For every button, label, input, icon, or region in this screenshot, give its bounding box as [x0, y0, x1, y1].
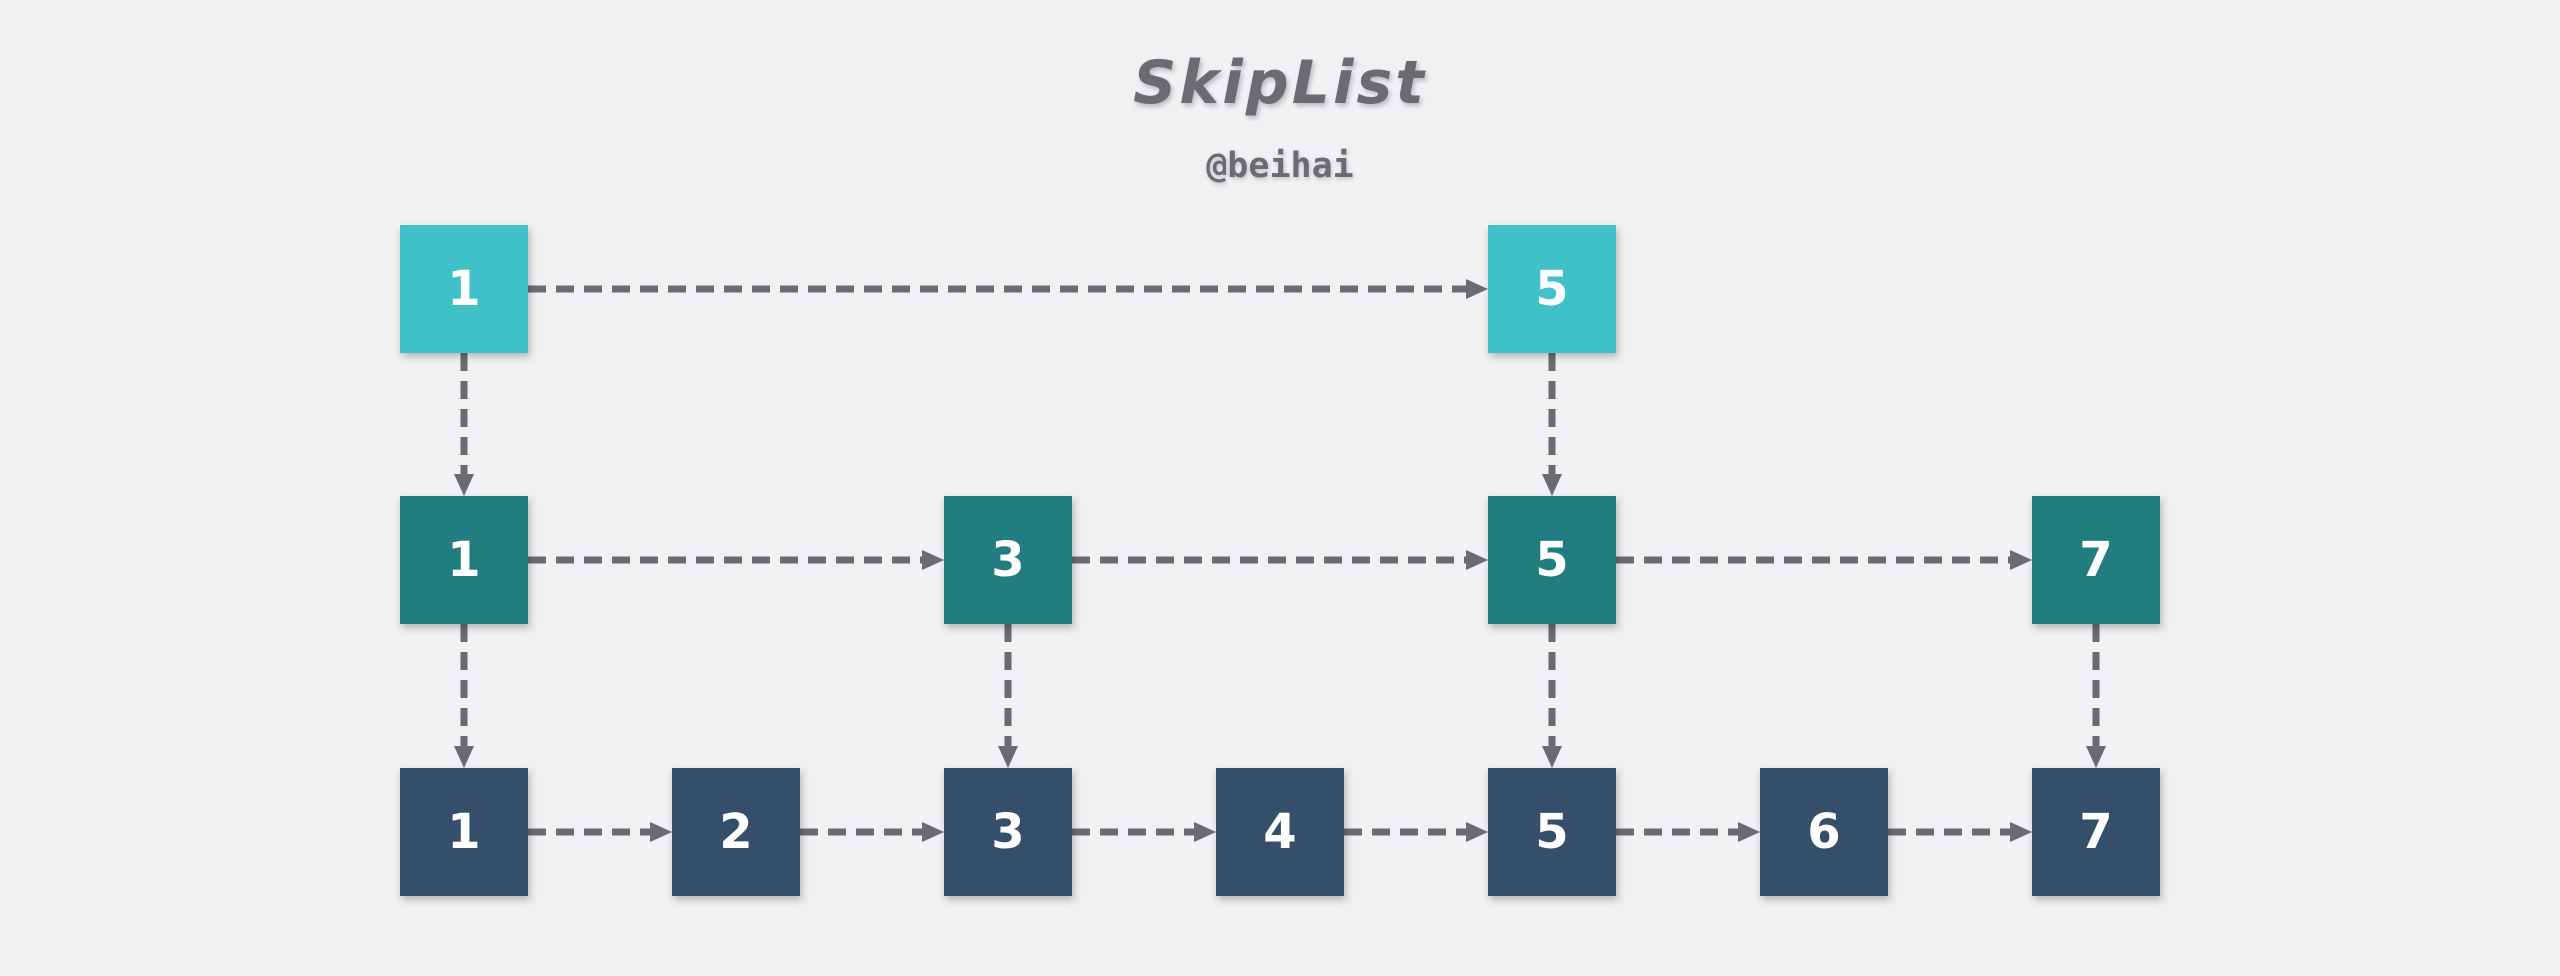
diagram-title: SkipList — [1133, 48, 1427, 118]
diagram-author: @beihai — [1206, 146, 1354, 186]
node-value: 5 — [1535, 804, 1568, 860]
node-value: 7 — [2079, 532, 2112, 588]
node-value: 2 — [719, 804, 752, 860]
link-top-1-down-arrowhead — [454, 474, 474, 496]
node-base-4: 4 — [1216, 768, 1344, 896]
node-box — [944, 496, 1072, 624]
nodes-layer: 1 5 1 3 5 7 1 2 3 4 5 6 7 — [400, 225, 2160, 896]
link-base-3-to-4-arrowhead — [1194, 822, 1216, 842]
node-top-5: 5 — [1488, 225, 1616, 353]
node-box — [400, 768, 528, 896]
node-base-3: 3 — [944, 768, 1072, 896]
link-base-1-to-2-arrowhead — [650, 822, 672, 842]
node-box — [1488, 496, 1616, 624]
link-base-5-to-6-arrowhead — [1738, 822, 1760, 842]
node-base-7: 7 — [2032, 768, 2160, 896]
link-mid-1-down-arrowhead — [454, 746, 474, 768]
node-value: 7 — [2079, 804, 2112, 860]
link-top-5-down-arrowhead — [1542, 474, 1562, 496]
node-box — [1216, 768, 1344, 896]
link-top-1-to-5-arrowhead — [1466, 279, 1488, 299]
node-box — [400, 225, 528, 353]
node-base-6: 6 — [1760, 768, 1888, 896]
links-layer — [454, 279, 2106, 842]
node-box — [944, 768, 1072, 896]
link-base-6-to-7-arrowhead — [2010, 822, 2032, 842]
node-box — [2032, 768, 2160, 896]
node-box — [1488, 768, 1616, 896]
node-value: 5 — [1535, 261, 1568, 317]
node-value: 6 — [1807, 804, 1840, 860]
node-base-5: 5 — [1488, 768, 1616, 896]
link-mid-1-to-3-arrowhead — [922, 550, 944, 570]
node-base-1: 1 — [400, 768, 528, 896]
link-mid-5-to-7-arrowhead — [2010, 550, 2032, 570]
node-mid-5: 5 — [1488, 496, 1616, 624]
node-box — [2032, 496, 2160, 624]
node-mid-7: 7 — [2032, 496, 2160, 624]
node-box — [400, 496, 528, 624]
node-value: 3 — [991, 804, 1024, 860]
node-box — [1488, 225, 1616, 353]
link-mid-7-down-arrowhead — [2086, 746, 2106, 768]
node-value: 5 — [1535, 532, 1568, 588]
node-value: 1 — [447, 261, 480, 317]
node-value: 4 — [1263, 804, 1296, 860]
node-mid-1: 1 — [400, 496, 528, 624]
node-mid-3: 3 — [944, 496, 1072, 624]
node-value: 3 — [991, 532, 1024, 588]
node-top-1: 1 — [400, 225, 528, 353]
node-value: 1 — [447, 804, 480, 860]
node-base-2: 2 — [672, 768, 800, 896]
link-mid-3-to-5-arrowhead — [1466, 550, 1488, 570]
node-value: 1 — [447, 532, 480, 588]
node-box — [1760, 768, 1888, 896]
link-base-2-to-3-arrowhead — [922, 822, 944, 842]
link-base-4-to-5-arrowhead — [1466, 822, 1488, 842]
link-mid-5-down-arrowhead — [1542, 746, 1562, 768]
node-box — [672, 768, 800, 896]
link-mid-3-down-arrowhead — [998, 746, 1018, 768]
